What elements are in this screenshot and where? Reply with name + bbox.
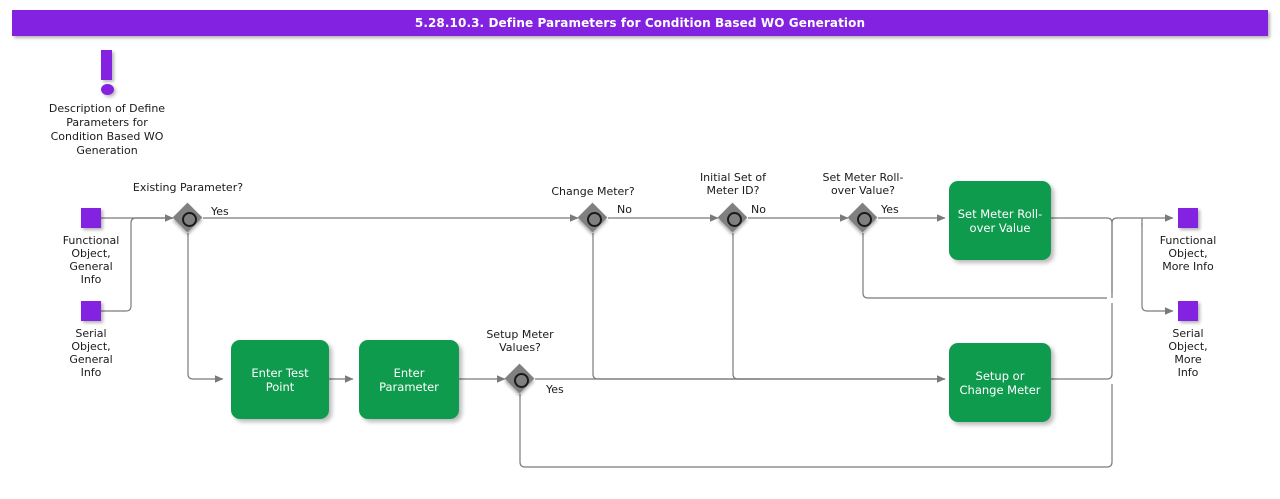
activity-setup-or-change-meter-label: Setup or Change Meter — [959, 368, 1041, 397]
purple-square-icon — [1178, 301, 1198, 321]
activity-enter-parameter-label: Enter Parameter — [379, 365, 439, 394]
end-node-functional-object-more-info-label: Functional Object, More Info — [1159, 234, 1217, 273]
decision-set-meter-rollover-value[interactable] — [847, 202, 878, 233]
edge-bus-vertical — [1111, 217, 1137, 298]
description-note-text: Description of Define Parameters for Con… — [48, 102, 166, 157]
exclamation-dot-icon — [101, 84, 114, 95]
activity-enter-test-point-label: Enter Test Point — [251, 365, 309, 394]
edge-bus-to-serial-more-info — [1141, 223, 1173, 311]
diamond-ring-icon — [856, 211, 872, 227]
decision-initial-set-of-meter-id[interactable] — [717, 202, 748, 233]
page-title: 5.28.10.3. Define Parameters for Conditi… — [414, 16, 866, 30]
start-node-functional-object[interactable]: Functional Object, General Info — [63, 208, 119, 286]
purple-square-icon — [81, 301, 101, 321]
diamond-ring-icon — [181, 211, 197, 227]
purple-square-icon — [81, 208, 101, 228]
edge-rollover-box-to-bus — [1051, 217, 1113, 293]
decision-existing-parameter[interactable] — [172, 202, 203, 233]
start-node-serial-object-label: Serial Object, General Info — [69, 327, 113, 379]
start-node-functional-object-label: Functional Object, General Info — [62, 234, 120, 286]
activity-setup-or-change-meter[interactable]: Setup or Change Meter — [949, 343, 1051, 422]
decision-change-meter-branch-label: No — [617, 203, 632, 216]
decision-setup-meter-values[interactable] — [504, 363, 535, 394]
page-title-bar: 5.28.10.3. Define Parameters for Conditi… — [12, 10, 1268, 36]
activity-set-meter-rollover-value[interactable]: Set Meter Roll- over Value — [949, 181, 1051, 260]
end-node-functional-object-more-info[interactable]: Functional Object, More Info — [1160, 208, 1216, 273]
purple-square-icon — [1178, 208, 1198, 228]
edge-change-meter-yes-down — [592, 233, 946, 383]
decision-existing-parameter-branch-label: Yes — [211, 205, 229, 218]
edge-existing-parameter-no-to-enter-test-point — [187, 233, 224, 383]
diamond-ring-icon — [586, 211, 602, 227]
decision-set-meter-rollover-value-branch-label: Yes — [881, 203, 899, 216]
decision-change-meter-label: Change Meter? — [551, 185, 635, 198]
edge-initial-set-yes-down — [732, 233, 760, 380]
exclamation-icon — [101, 50, 112, 80]
decision-change-meter[interactable] — [577, 202, 608, 233]
decision-setup-meter-values-label: Setup Meter Values? — [486, 328, 554, 354]
edge-serial-to-existing-parameter — [101, 217, 173, 312]
edge-setup-change-meter-to-bus — [1051, 303, 1113, 380]
start-node-serial-object[interactable]: Serial Object, General Info — [69, 301, 113, 379]
decision-set-meter-rollover-value-label: Set Meter Roll- over Value? — [822, 171, 904, 197]
diamond-ring-icon — [726, 211, 742, 227]
decision-existing-parameter-label: Existing Parameter? — [132, 181, 244, 194]
activity-enter-parameter[interactable]: Enter Parameter — [359, 340, 459, 419]
edge-setup-meter-values-no-loop — [519, 384, 1113, 468]
end-node-serial-object-more-info[interactable]: Serial Object, More Info — [1168, 301, 1208, 379]
end-node-serial-object-more-info-label: Serial Object, More Info — [1168, 327, 1208, 379]
decision-initial-set-of-meter-id-branch-label: No — [751, 203, 766, 216]
activity-enter-test-point[interactable]: Enter Test Point — [231, 340, 329, 419]
activity-set-meter-rollover-value-label: Set Meter Roll- over Value — [957, 206, 1043, 235]
diamond-ring-icon — [513, 372, 529, 388]
decision-initial-set-of-meter-id-label: Initial Set of Meter ID? — [699, 171, 767, 197]
edge-rollover-no-down — [862, 233, 1107, 299]
decision-setup-meter-values-branch-label: Yes — [546, 383, 564, 396]
